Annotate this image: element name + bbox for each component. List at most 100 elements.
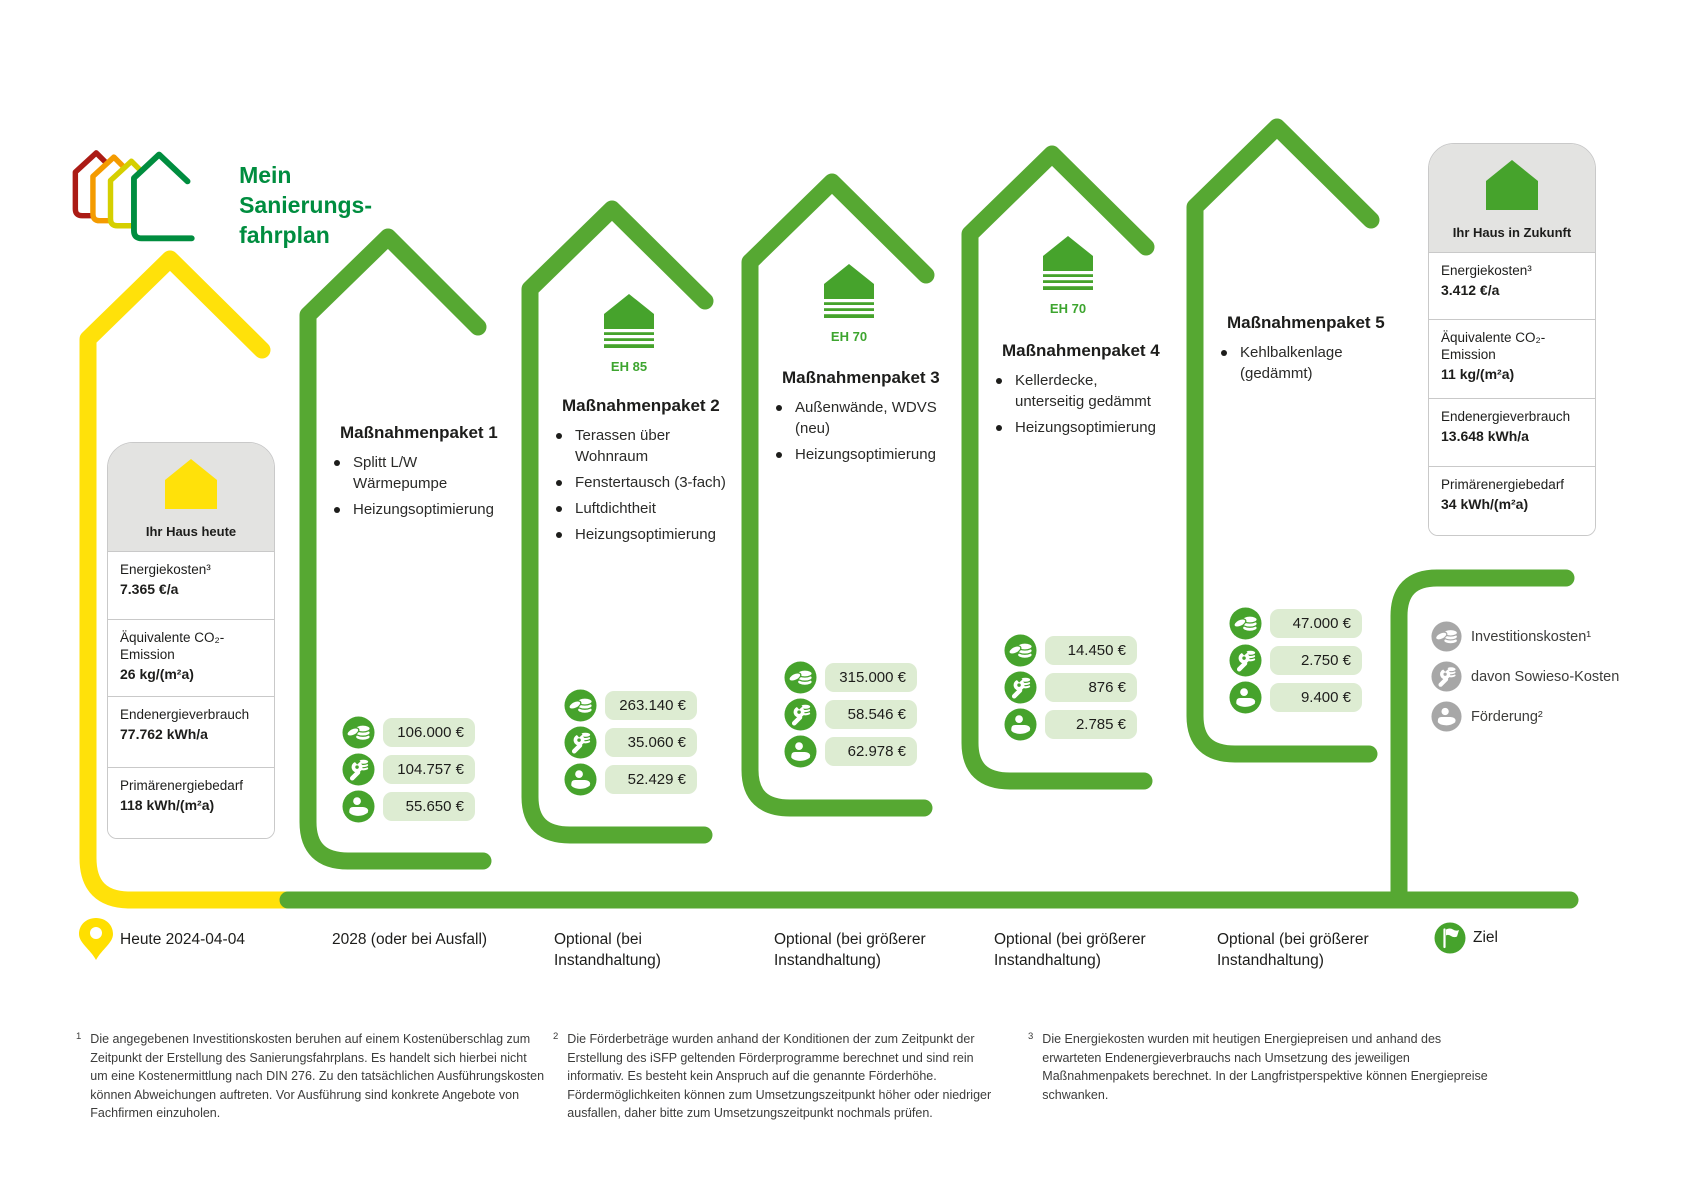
goal-flag-icon xyxy=(1434,922,1466,954)
eh-badge-mp4: EH 70 xyxy=(1033,236,1103,316)
measure-item: Fenstertausch (3-fach) xyxy=(550,472,727,493)
cost-value: 104.757 € xyxy=(383,755,475,784)
metric-cell: Primärenergiebedarf 34 kWh/(m²a) xyxy=(1429,466,1595,535)
timeline-step-label: Optional (bei größerer Instandhaltung) xyxy=(994,931,1146,969)
house-today-header: Ihr Haus heute xyxy=(108,443,274,551)
metric-cell: Primärenergiebedarf 118 kWh/(m²a) xyxy=(108,767,274,838)
location-pin-icon xyxy=(79,918,113,960)
timeline-step-label: 2028 (oder bei Ausfall) xyxy=(332,931,488,948)
package-measures-list: Terassen über Wohnraum Fenstertausch (3-… xyxy=(550,425,736,545)
measure-item: Heizungsoptimierung xyxy=(770,444,947,465)
cost-value: 9.400 € xyxy=(1270,683,1362,712)
measure-item: Außenwände, WDVS (neu) xyxy=(770,397,947,439)
metric-label: Endenergieverbrauch xyxy=(1441,409,1571,424)
cost-invest-mp3: 315.000 € xyxy=(784,661,917,694)
eh-label: EH 70 xyxy=(830,329,868,344)
measure-item: Heizungsoptimierung xyxy=(550,524,727,545)
metric-cell: Äquivalente CO₂-Emission 11 kg/(m²a) xyxy=(1429,319,1595,398)
house-today-card: Ihr Haus heute Energiekosten³ 7.365 €/a … xyxy=(107,442,275,839)
cost-value: 2.785 € xyxy=(1045,710,1137,739)
metric-cell: Energiekosten³ 3.412 €/a xyxy=(1429,252,1595,319)
metric-label: Äquivalente CO₂-Emission xyxy=(1441,330,1546,362)
metric-label: Endenergieverbrauch xyxy=(120,707,250,722)
package-1: Maßnahmenpaket 1 Splitt L/W Wärmepumpe H… xyxy=(328,423,514,525)
metric-label: Energiekosten³ xyxy=(1441,263,1532,278)
cost-value: 315.000 € xyxy=(825,663,917,692)
cost-value: 55.650 € xyxy=(383,792,475,821)
investment-coins-icon xyxy=(1229,607,1262,640)
house-today-label: Ihr Haus heute xyxy=(145,524,237,539)
eh-label: EH 85 xyxy=(610,359,648,374)
eh-badge-mp3: EH 70 xyxy=(814,264,884,344)
cost-sowieso-mp4: 876 € xyxy=(1004,671,1137,704)
eh-house-icon xyxy=(1043,236,1093,290)
wrench-coins-icon xyxy=(784,698,817,731)
eh-house-icon xyxy=(604,294,654,348)
hand-coin-icon xyxy=(564,763,597,796)
cost-foerderung-mp3: 62.978 € xyxy=(784,735,917,768)
hand-coin-icon xyxy=(342,790,375,823)
package-measures-list: Außenwände, WDVS (neu) Heizungsoptimieru… xyxy=(770,397,956,465)
metric-cell: Endenergieverbrauch 77.762 kWh/a xyxy=(108,696,274,767)
house-future-icon xyxy=(1486,160,1538,210)
package-4: Maßnahmenpaket 4 Kellerdecke, unterseiti… xyxy=(990,341,1176,443)
measure-item: Splitt L/W Wärmepumpe xyxy=(328,452,505,494)
timeline-start-label: Heute 2024-04-04 xyxy=(120,931,245,948)
package-2: Maßnahmenpaket 2 Terassen über Wohnraum … xyxy=(550,396,736,550)
house-future-header: Ihr Haus in Zukunft xyxy=(1429,144,1595,252)
wrench-coins-icon xyxy=(1431,661,1462,692)
measure-item: Kellerdecke, unterseitig gedämmt xyxy=(990,370,1167,412)
package-5: Maßnahmenpaket 5 Kehlbalkenlage (gedämmt… xyxy=(1215,313,1401,389)
cost-foerderung-mp1: 55.650 € xyxy=(342,790,475,823)
investment-coins-icon xyxy=(1431,621,1462,652)
cost-value: 263.140 € xyxy=(605,691,697,720)
measure-item: Luftdichtheit xyxy=(550,498,727,519)
metric-cell: Äquivalente CO₂-Emission 26 kg/(m²a) xyxy=(108,619,274,696)
house-outline-mp1 xyxy=(299,228,492,870)
hand-coin-icon xyxy=(1229,681,1262,714)
timeline-step-label: Optional (bei größerer Instandhaltung) xyxy=(774,931,926,969)
cost-value: 52.429 € xyxy=(605,765,697,794)
metric-value: 118 kWh/(m²a) xyxy=(120,797,215,813)
hand-coin-icon xyxy=(1004,708,1037,741)
metric-label: Energiekosten³ xyxy=(120,562,211,577)
cost-sowieso-mp1: 104.757 € xyxy=(342,753,475,786)
package-title: Maßnahmenpaket 2 xyxy=(562,396,720,415)
cost-value: 62.978 € xyxy=(825,737,917,766)
cost-sowieso-mp3: 58.546 € xyxy=(784,698,917,731)
legend-foerderung: Förderung² xyxy=(1431,701,1543,732)
metric-value: 13.648 kWh/a xyxy=(1441,428,1529,444)
cost-value: 47.000 € xyxy=(1270,609,1362,638)
footnote-3: 3 Die Energiekosten wurden mit heutigen … xyxy=(1028,1031,1488,1102)
logo-line-2: Sanierungs- xyxy=(239,192,372,218)
hand-coin-icon xyxy=(1431,701,1462,732)
investment-coins-icon xyxy=(784,661,817,694)
timeline-goal: Ziel xyxy=(1434,922,1498,954)
timeline-step-label: Optional (bei größerer Instandhaltung) xyxy=(1217,931,1369,969)
cost-value: 876 € xyxy=(1045,673,1137,702)
metric-value: 77.762 kWh/a xyxy=(120,726,208,742)
logo-line-1: Mein xyxy=(239,162,292,188)
metric-cell: Energiekosten³ 7.365 €/a xyxy=(108,551,274,619)
measure-item: Heizungsoptimierung xyxy=(990,417,1167,438)
metric-value: 7.365 €/a xyxy=(120,581,179,597)
house-future-card: Ihr Haus in Zukunft Energiekosten³ 3.412… xyxy=(1428,143,1596,536)
house-today-icon xyxy=(165,459,217,509)
cost-value: 2.750 € xyxy=(1270,646,1362,675)
metric-label: Primärenergiebedarf xyxy=(120,778,244,793)
cost-value: 58.546 € xyxy=(825,700,917,729)
cost-value: 14.450 € xyxy=(1045,636,1137,665)
house-outline-mp5 xyxy=(1186,118,1380,763)
footnote-2: 2 Die Förderbeträge wurden anhand der Ko… xyxy=(553,1031,992,1120)
investment-coins-icon xyxy=(564,689,597,722)
eh-badge-mp2: EH 85 xyxy=(594,294,664,374)
package-3: Maßnahmenpaket 3 Außenwände, WDVS (neu) … xyxy=(770,368,956,470)
cost-value: 106.000 € xyxy=(383,718,475,747)
legend-sowieso-kosten: davon Sowieso-Kosten xyxy=(1431,661,1619,692)
metric-value: 3.412 €/a xyxy=(1441,282,1500,298)
wrench-coins-icon xyxy=(1229,644,1262,677)
cost-foerderung-mp5: 9.400 € xyxy=(1229,681,1362,714)
measure-item: Terassen über Wohnraum xyxy=(550,425,727,467)
cost-invest-mp5: 47.000 € xyxy=(1229,607,1362,640)
measure-item: Kehlbalkenlage (gedämmt) xyxy=(1215,342,1392,384)
